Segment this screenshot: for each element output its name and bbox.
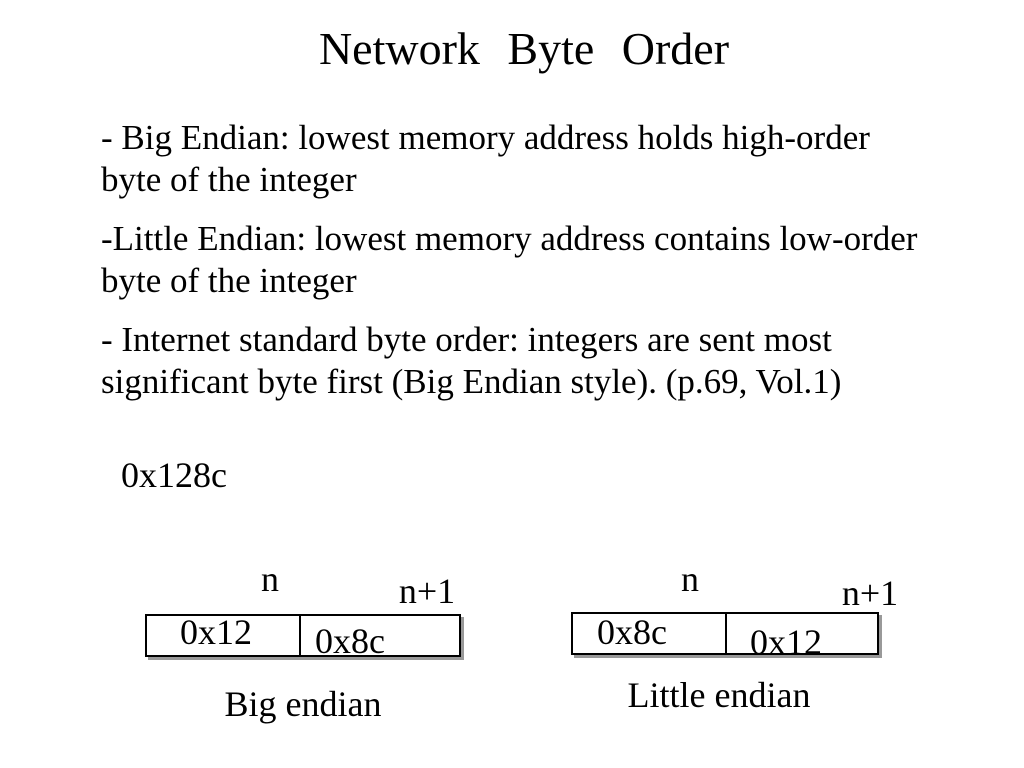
- hex-value-label: 0x128c: [121, 455, 227, 495]
- big-endian-address-label-n: n: [261, 559, 279, 599]
- bullet-big-endian: - Big Endian: lowest memory address hold…: [101, 117, 961, 201]
- little-endian-address-label-n: n: [681, 559, 699, 599]
- text-line: - Big Endian: lowest memory address hold…: [101, 118, 870, 157]
- little-endian-caption: Little endian: [627, 675, 811, 715]
- text-line: -Little Endian: lowest memory address co…: [101, 219, 918, 258]
- byte-value: 0x8c: [315, 620, 385, 661]
- bullet-text-block: - Big Endian: lowest memory address hold…: [101, 117, 961, 420]
- big-endian-address-label-n-plus-1: n+1: [398, 571, 456, 611]
- byte-value: 0x12: [180, 611, 252, 652]
- big-endian-byte-box: 0x12 0x8c: [145, 611, 461, 659]
- text-line: significant byte first (Big Endian style…: [101, 362, 842, 401]
- text-line: byte of the integer: [101, 160, 357, 199]
- byte-value: 0x12: [750, 621, 822, 662]
- cell-divider: [299, 616, 301, 655]
- byte-value: 0x8c: [597, 611, 667, 652]
- bullet-little-endian: -Little Endian: lowest memory address co…: [101, 218, 961, 302]
- cell-divider: [725, 614, 727, 653]
- bullet-internet-standard: - Internet standard byte order: integers…: [101, 319, 961, 403]
- text-line: - Internet standard byte order: integers…: [101, 320, 832, 359]
- little-endian-byte-box: 0x8c 0x12: [571, 612, 879, 660]
- big-endian-cell-n-plus-1: 0x8c: [301, 616, 459, 659]
- little-endian-address-label-n-plus-1: n+1: [841, 573, 899, 613]
- big-endian-cell-n: 0x12: [147, 611, 299, 655]
- slide-title: Network Byte Order: [318, 23, 730, 74]
- big-endian-caption: Big endian: [224, 684, 382, 724]
- text-line: byte of the integer: [101, 261, 357, 300]
- little-endian-cell-n-plus-1: 0x12: [727, 614, 877, 660]
- little-endian-cell-n: 0x8c: [573, 614, 725, 653]
